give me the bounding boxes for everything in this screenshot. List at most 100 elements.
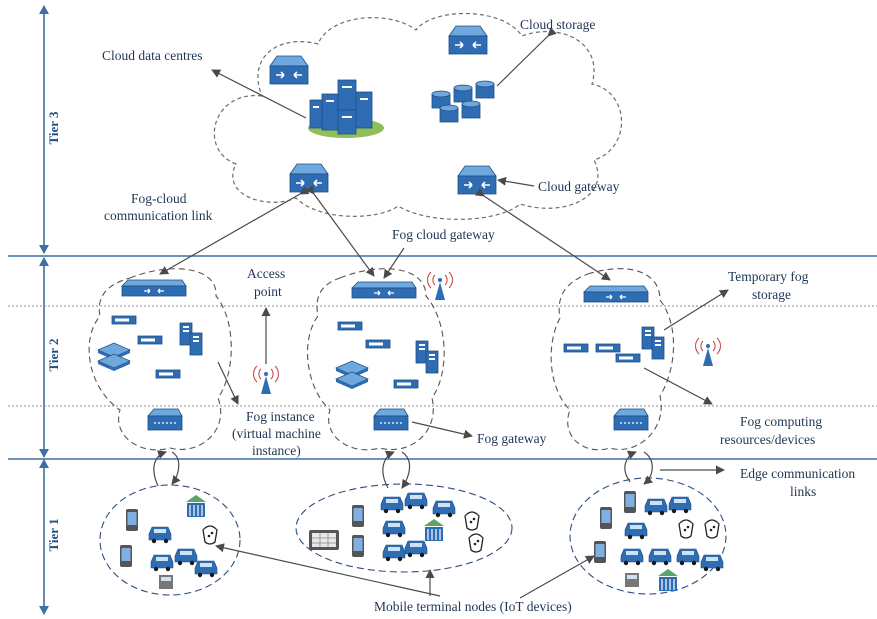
fog2-blade-2 <box>365 339 391 349</box>
edge3-car-2 <box>668 496 692 514</box>
edge2-car-2 <box>404 492 428 510</box>
tier-axis <box>39 5 49 615</box>
fog2-blade-3 <box>393 379 419 389</box>
fog1-gateway-box <box>147 408 183 431</box>
fog1-blade-1 <box>111 315 137 325</box>
edge2-handset-1 <box>464 511 480 531</box>
label-access-point-line2: point <box>254 284 282 299</box>
label-cloud-data-centres: Cloud data centres <box>102 48 202 63</box>
edge1-handset <box>202 525 218 545</box>
edge2-tablet <box>308 529 340 551</box>
edge3-car-4 <box>620 548 644 566</box>
fog1-storage-plates <box>97 342 131 372</box>
arrow-fog-instance <box>217 361 239 405</box>
edge3-handset-2 <box>704 519 720 539</box>
arrow-cloud-gateway <box>497 176 535 187</box>
tier3-label: Tier 3 <box>46 111 61 145</box>
fog3-gateway-box <box>613 408 649 431</box>
label-fog-cloud-link-line2: communication link <box>104 208 213 223</box>
edge2-car-1 <box>380 496 404 514</box>
edge-cluster-2 <box>295 483 513 573</box>
label-access-point-line1: Access <box>247 266 285 281</box>
fog2-tower-2 <box>425 350 439 374</box>
edge2-bank <box>423 518 445 542</box>
fog3-blade-3 <box>615 353 641 363</box>
edge2-car-3 <box>432 500 456 518</box>
fog3-tower-2 <box>651 336 665 360</box>
fog1-tower-2 <box>189 332 203 356</box>
label-fog-computing-line1: Fog computing <box>740 414 822 429</box>
cloud-storage-disks <box>431 80 495 123</box>
label-fog-instance-line2: (virtual machine <box>232 426 321 441</box>
arrow-mobile-nodes-3 <box>519 555 595 599</box>
label-cloud-storage: Cloud storage <box>520 17 595 32</box>
edge1-car-1 <box>148 526 172 544</box>
edge3-car-6 <box>676 548 700 566</box>
arrow-cloud-data-centres <box>211 69 307 119</box>
arrow-fog-computing <box>643 367 713 405</box>
edge2-car-5 <box>382 544 406 562</box>
edge1-car-4 <box>194 560 218 578</box>
fog2-gateway-box <box>373 408 409 431</box>
fog3-blade-2 <box>595 343 621 353</box>
edge3-bank <box>657 568 679 592</box>
cloud-router-left <box>269 55 309 85</box>
edge-cluster-1 <box>99 484 241 596</box>
fog1-gateway-rack <box>121 279 187 297</box>
edge2-handset-2 <box>468 533 484 553</box>
label-fog-instance-line1: Fog instance <box>246 409 315 424</box>
tier1-label: Tier 1 <box>46 518 61 551</box>
edge1-phone <box>126 509 138 531</box>
label-fog-cloud-gateway: Fog cloud gateway <box>392 227 495 242</box>
label-fog-instance-line3: instance) <box>252 443 301 458</box>
label-fog-gateway: Fog gateway <box>477 431 547 446</box>
label-edge-links-line2: links <box>790 484 816 499</box>
cloud-router-storage <box>448 25 488 55</box>
label-edge-links-line1: Edge communication <box>740 466 855 481</box>
cloud-data-centre-servers <box>308 79 384 138</box>
tier2-label: Tier 2 <box>46 338 61 371</box>
arrow-cloud-storage <box>496 27 557 87</box>
edge3-phone-3 <box>594 541 606 563</box>
access-point-antenna-3 <box>695 337 721 367</box>
edge1-pos <box>159 575 173 589</box>
arrow-temp-fog-storage <box>663 289 729 331</box>
fog1-blade-2 <box>137 335 163 345</box>
link-cloud-fog-2 <box>305 184 375 277</box>
label-fog-computing-line2: resources/devices <box>720 432 815 447</box>
fog1-blade-3 <box>155 369 181 379</box>
edge3-car-1 <box>644 498 668 516</box>
edge3-phone-1 <box>624 491 636 513</box>
fog-cluster-1 <box>88 268 232 451</box>
access-point-antenna-2 <box>427 271 453 301</box>
edge3-pos <box>625 573 639 587</box>
edge3-phone-2 <box>600 507 612 529</box>
edge2-car-6 <box>404 540 428 558</box>
fog2-gateway-rack <box>351 281 417 299</box>
fog3-blade-1 <box>563 343 589 353</box>
edge-link-loops <box>153 450 654 489</box>
edge-cluster-3 <box>569 477 727 595</box>
label-temp-fog-storage-line2: storage <box>752 287 791 302</box>
edge2-phone-2 <box>352 535 364 557</box>
edge1-phone-2 <box>120 545 132 567</box>
arrow-mobile-nodes-1 <box>215 543 441 597</box>
arrow-fog-cloud-gateway <box>383 247 405 279</box>
edge3-car-3 <box>624 522 648 540</box>
fog2-storage-plates <box>335 360 369 390</box>
link-cloud-fog-3 <box>474 187 611 281</box>
edge3-car-5 <box>648 548 672 566</box>
fog-cluster-2 <box>307 268 445 451</box>
label-temp-fog-storage-line1: Temporary fog <box>728 269 809 284</box>
edge1-car-2 <box>150 554 174 572</box>
fog-cluster-3 <box>550 268 675 451</box>
cloud-router-bottom-left <box>289 163 329 193</box>
edge1-car-3 <box>174 548 198 566</box>
edge2-phone <box>352 505 364 527</box>
edge3-handset-1 <box>678 519 694 539</box>
cloud-gateway-router <box>457 165 497 195</box>
edge1-bank <box>185 494 207 518</box>
fog3-gateway-rack <box>583 285 649 303</box>
edge2-car-4 <box>382 520 406 538</box>
